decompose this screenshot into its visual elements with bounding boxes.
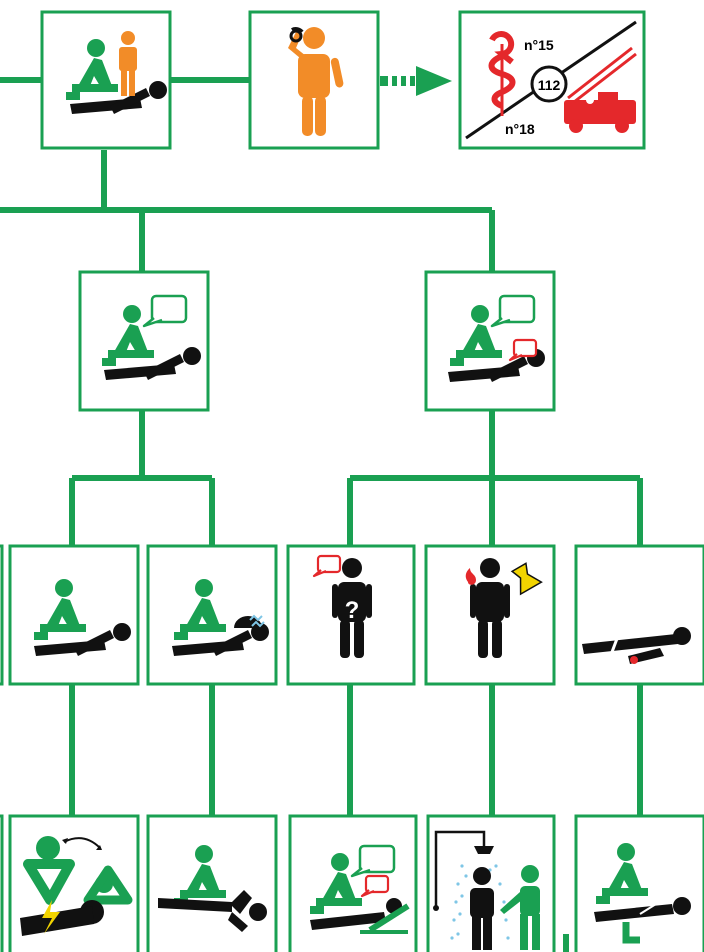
box-burn-chemical (426, 546, 554, 684)
samu-number-label: n°15 (524, 37, 554, 53)
box-reassure-talk (290, 816, 416, 952)
box-emergency-services: n°15 112 n°18 (460, 12, 644, 148)
box-protect-alert (42, 12, 170, 148)
left-edge-fragment (0, 816, 2, 952)
arrow-to-emergency-services (380, 66, 452, 96)
box-call-for-help (250, 12, 378, 148)
box-recovery-position (148, 816, 276, 952)
box-responsive (426, 272, 554, 410)
box-cpr-defibrillation (10, 816, 138, 952)
box-unresponsive (80, 272, 208, 410)
europe-number-label: 112 (538, 77, 561, 93)
box-do-not-move (576, 816, 704, 952)
box-not-breathing (10, 546, 138, 684)
box-rinse-water (428, 816, 554, 952)
pompiers-number-label: n°18 (505, 121, 535, 137)
question-mark: ? (345, 597, 360, 624)
box-trauma (576, 546, 704, 684)
box-discomfort: ? (288, 546, 414, 684)
left-edge-fragment (0, 546, 2, 684)
box-breathing (148, 546, 276, 684)
